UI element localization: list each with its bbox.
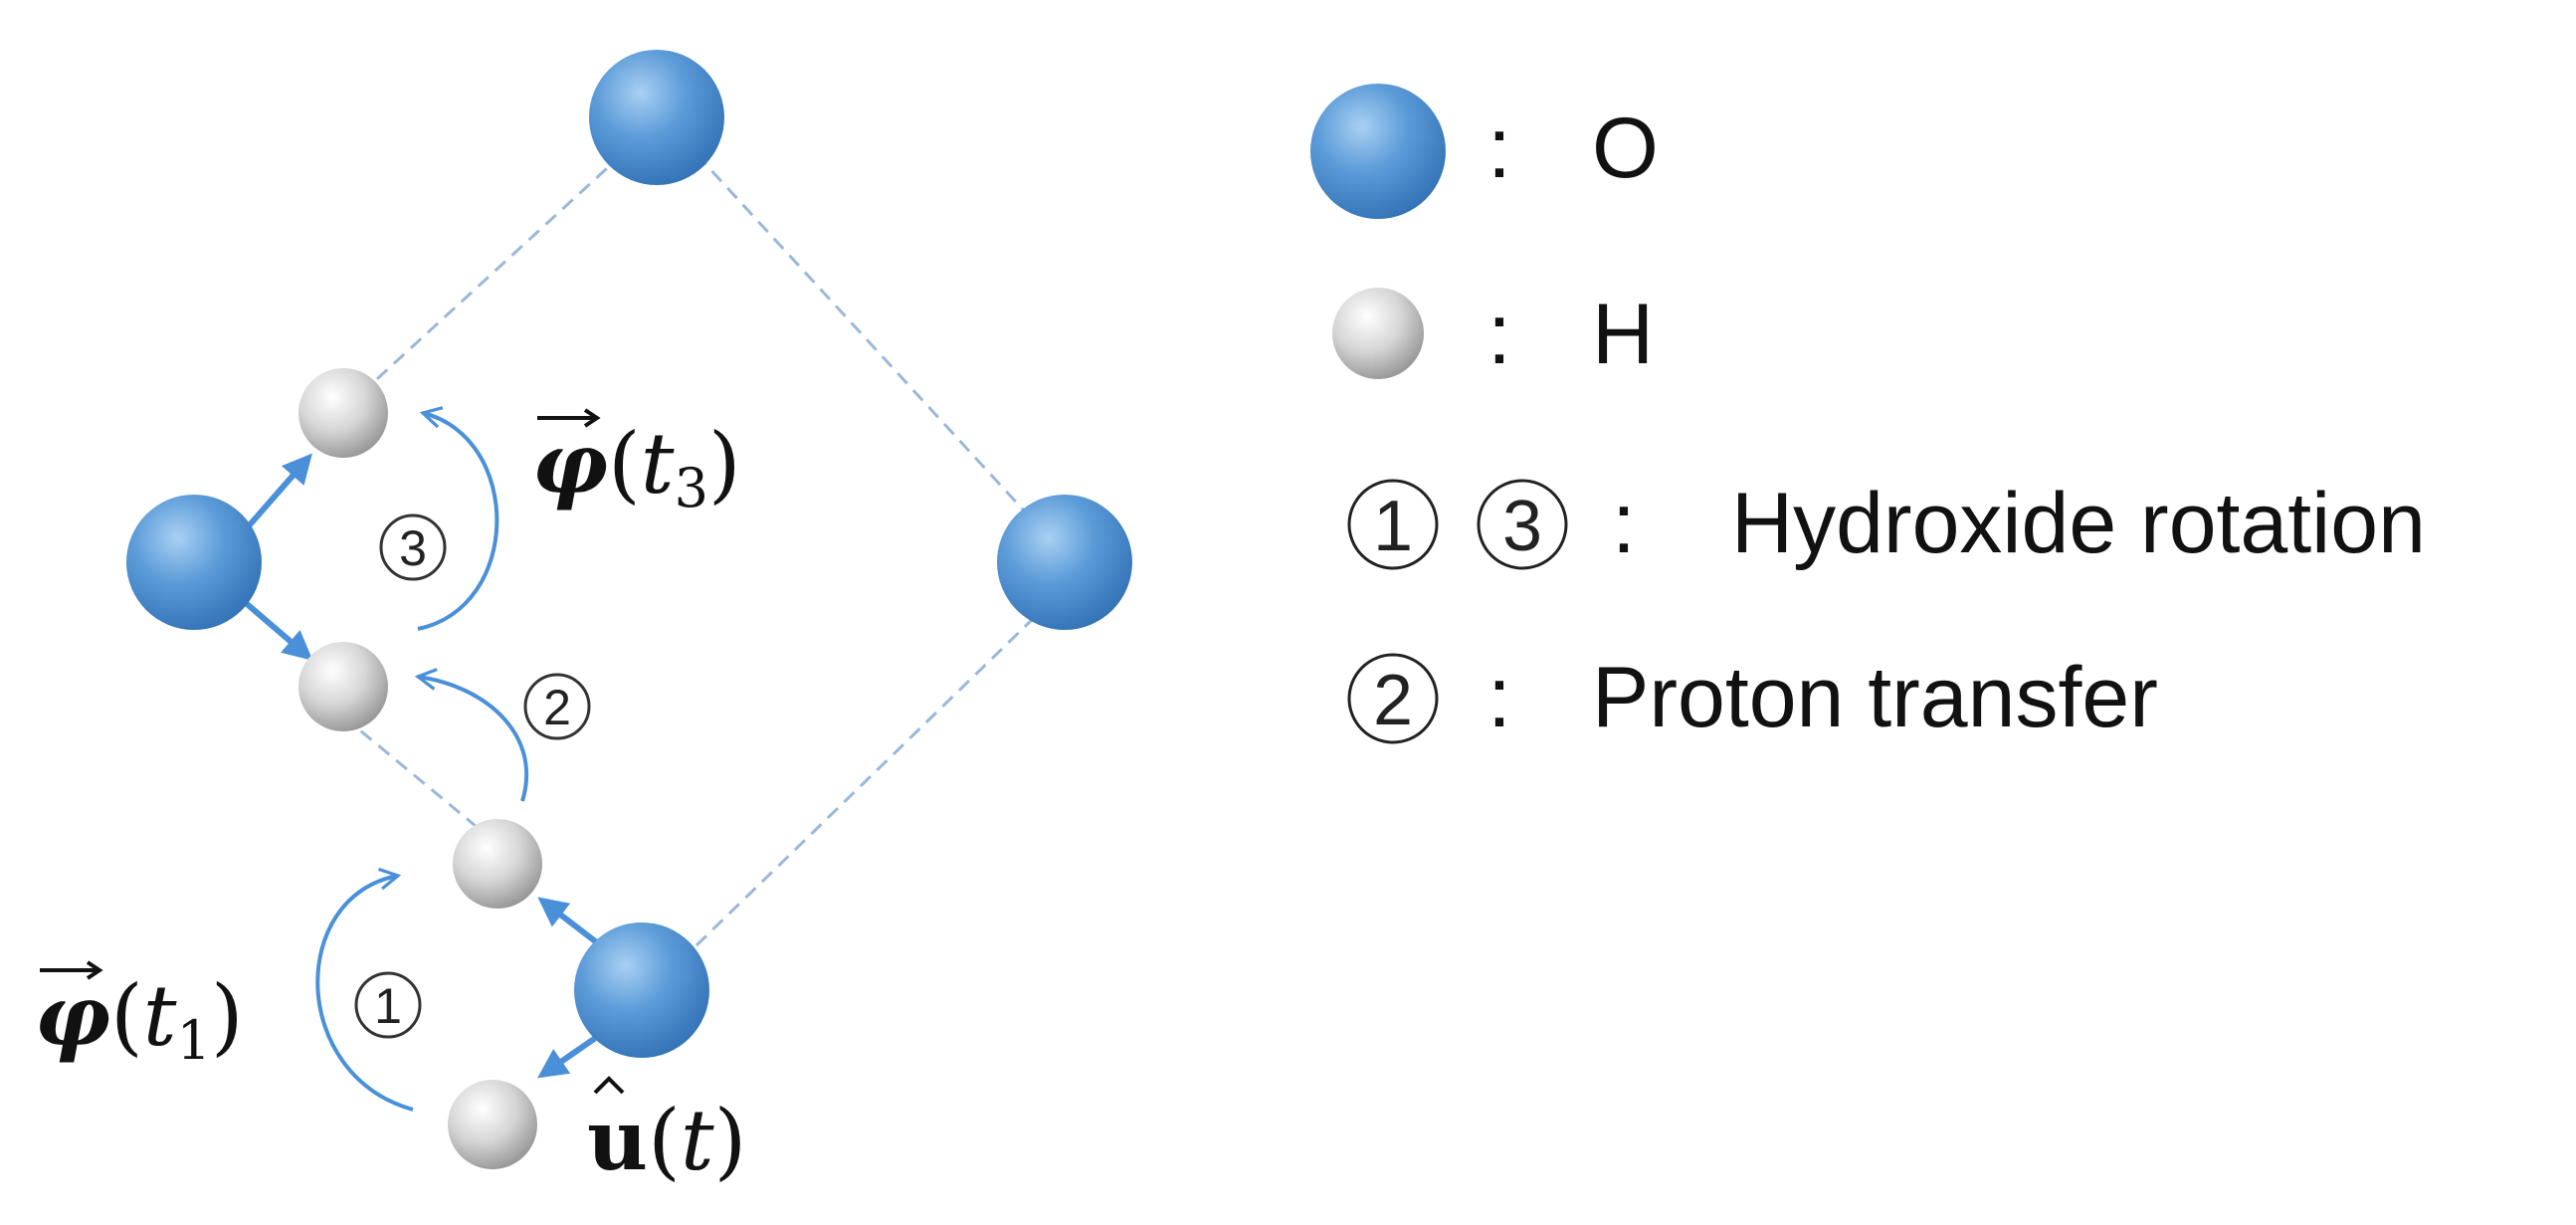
legend-row-transfer: 2 : Proton transfer (1347, 650, 2158, 745)
legend-oxygen-colon: : (1487, 101, 1511, 196)
legend-transfer-label: Proton transfer (1592, 650, 2158, 745)
legend-hydrogen-swatch (1332, 288, 1424, 379)
step-number-2: 2 (543, 680, 571, 735)
legend-hydrogen-label: H (1592, 287, 1654, 382)
legend-oxygen-label: O (1592, 101, 1659, 196)
legend-step-1: 1 (1373, 487, 1413, 566)
step-marker-2: 2 (523, 673, 591, 740)
legend-hydrogen-colon: : (1487, 287, 1511, 382)
rotation-arrow-3 (417, 406, 499, 631)
step-marker-1: 1 (354, 971, 422, 1039)
oxygen-atom-right (997, 495, 1132, 630)
math-label-phi-t3: φ(t3) (532, 408, 741, 519)
oxygen-atom-top (589, 50, 724, 185)
rotation-arrow-1 (315, 867, 414, 1112)
hydrogen-bond-network (341, 152, 1037, 947)
oxygen-atom-left (126, 495, 262, 630)
bond-arrow-upper-left-h2 (237, 594, 313, 661)
hydrogen-atom-transfer (453, 819, 542, 909)
hydrogen-atom-bottom (448, 1080, 537, 1169)
legend-step-2: 2 (1373, 661, 1413, 740)
step-markers: 1 2 3 (354, 513, 591, 1039)
hydrogen-atom-upper (298, 368, 388, 458)
legend-rotation-colon: : (1612, 476, 1636, 571)
bond-arrow-upper-left-h1 (236, 453, 312, 539)
legend-rotation-label: Hydroxide rotation (1731, 476, 2426, 571)
legend-step-3: 3 (1502, 487, 1542, 566)
math-label-phi-t1: φ(t1) (35, 960, 244, 1072)
math-label-u-t: u(t) (587, 1076, 746, 1189)
legend-row-hydrogen: : H (1332, 287, 1654, 382)
legend-row-oxygen: : O (1310, 84, 1659, 219)
transfer-arrow-2 (414, 668, 529, 802)
phi-symbol: φ (532, 414, 608, 512)
step-number-1: 1 (374, 978, 402, 1034)
hbond-middle (342, 715, 489, 838)
step-marker-3: 3 (379, 513, 447, 581)
hydrogen-atom-middle (298, 642, 388, 731)
hbond-top-left (341, 157, 619, 412)
legend-transfer-colon: : (1487, 650, 1511, 745)
legend-oxygen-swatch (1310, 84, 1446, 219)
u-hat-symbol: u (587, 1091, 648, 1189)
hbond-right-bottom (694, 615, 1037, 947)
svg-text:φ(t3): φ(t3) (532, 414, 741, 519)
hbond-top-right (694, 152, 1037, 524)
svg-text:φ(t1): φ(t1) (35, 966, 244, 1072)
phi-symbol: φ (35, 966, 110, 1065)
legend: : O : H 1 3 : Hydroxide rotation 2 : Pro… (1310, 84, 2426, 745)
motion-arrows (315, 406, 529, 1112)
step-number-3: 3 (399, 520, 427, 576)
svg-text:u(t): u(t) (587, 1091, 746, 1189)
legend-row-rotation: 1 3 : Hydroxide rotation (1347, 476, 2426, 571)
atoms (126, 50, 1132, 1169)
oxygen-atom-bottom (574, 922, 709, 1058)
